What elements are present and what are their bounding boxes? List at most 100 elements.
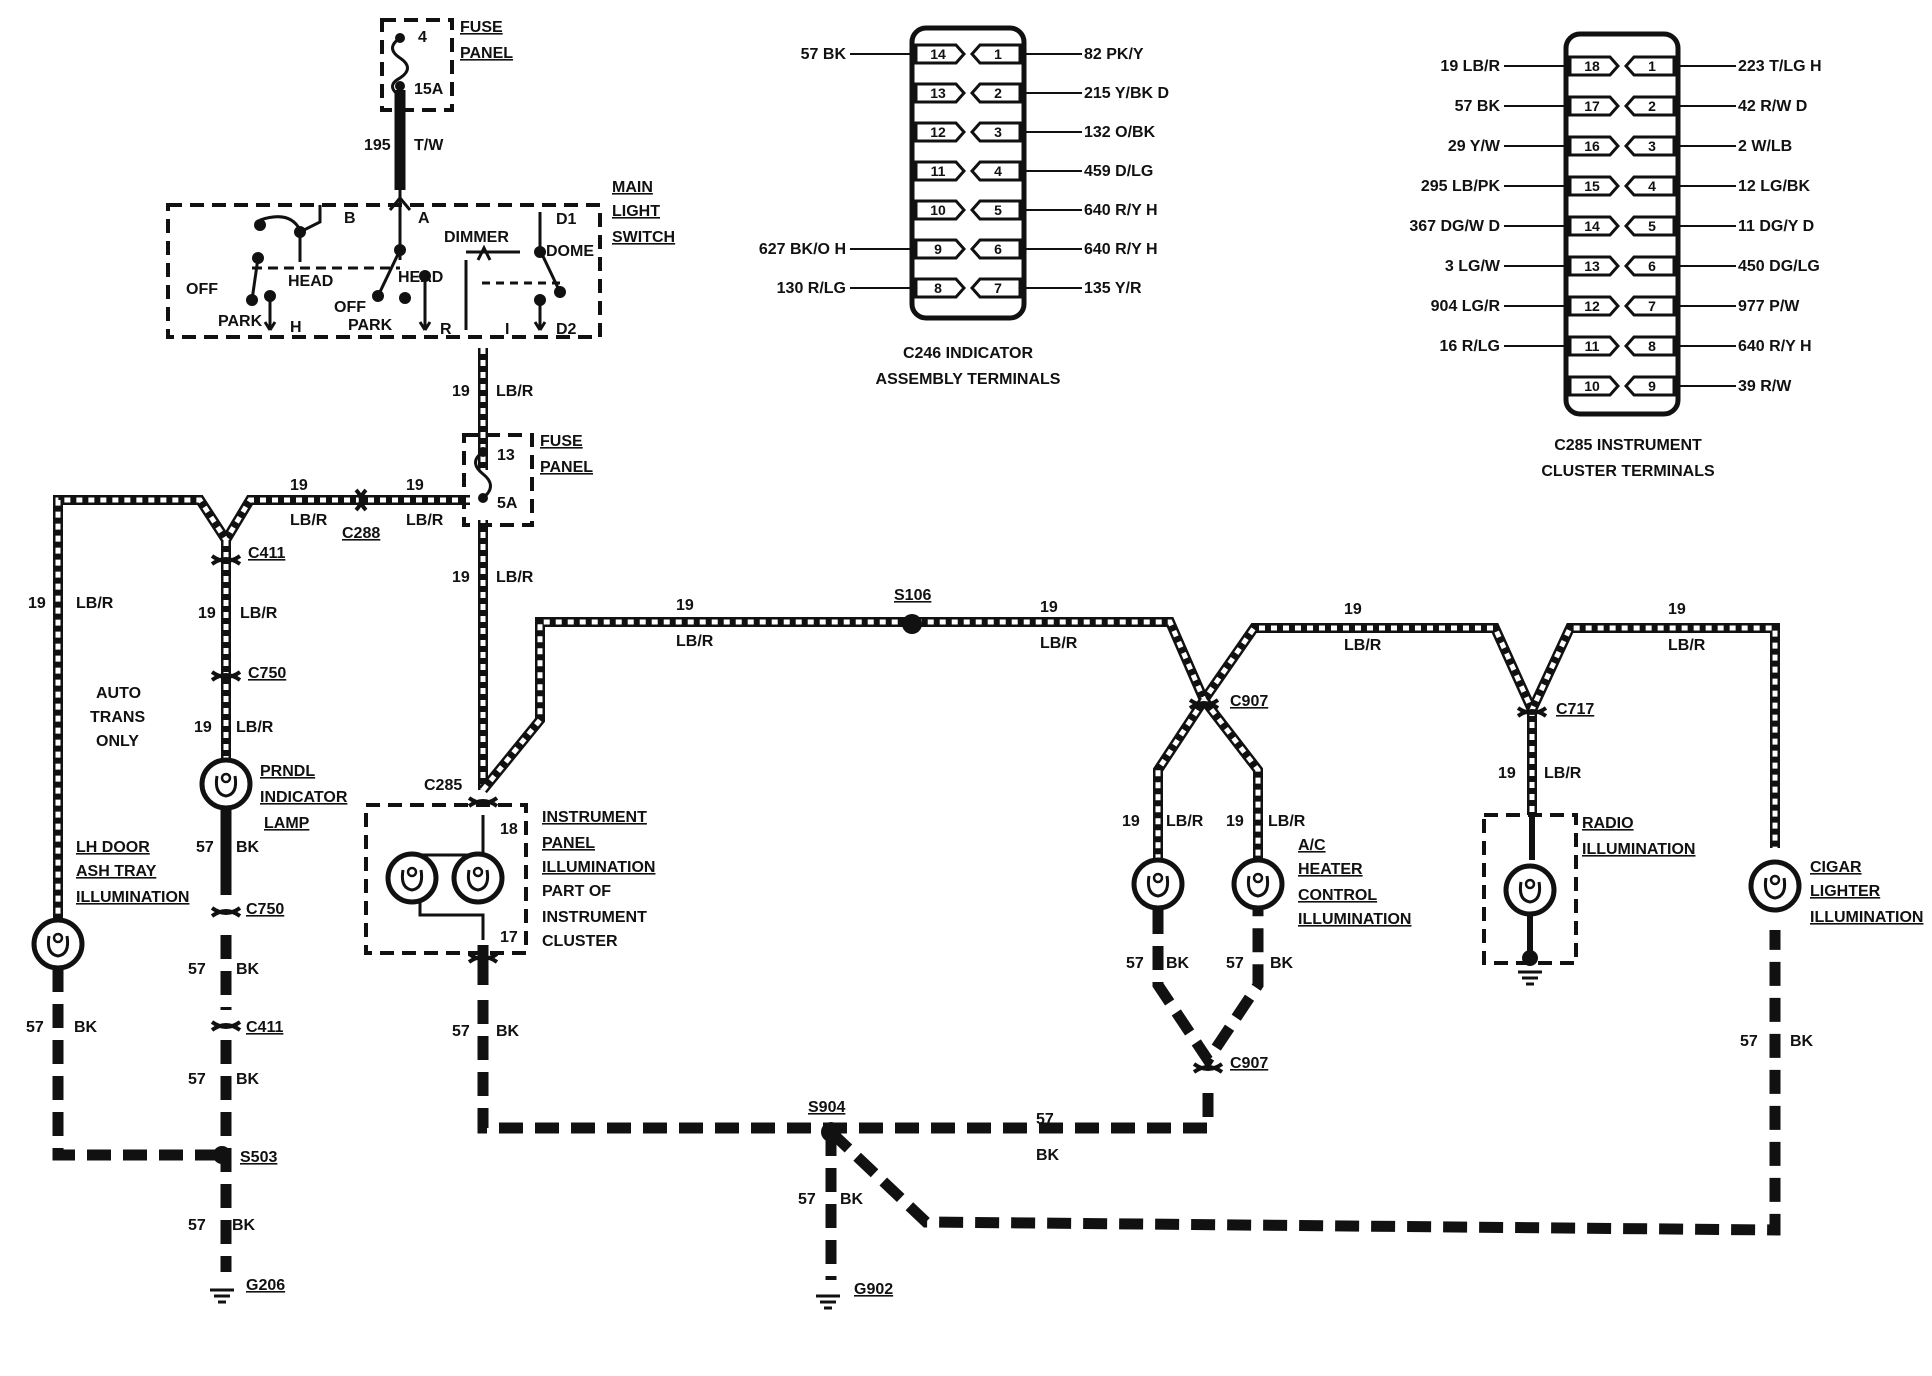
pin-box [969,199,1022,221]
left-pin-number: 13 [1584,258,1600,274]
right-pin-number: 4 [994,163,1002,179]
fuse-panel-label: PANEL [460,45,513,62]
connector-c285-label: C285 [424,777,462,794]
left-pin-number: 14 [930,46,946,62]
svg-text:PART OF: PART OF [542,883,611,900]
table-caption: CLUSTER TERMINALS [1541,463,1715,480]
wire-circuit-label: 195 [364,137,391,154]
left-pin-number: 12 [930,124,946,140]
right-wire-label: 640 R/Y H [1084,241,1158,258]
left-pin-number: 9 [934,241,942,257]
wire-color-label: BK [1790,1033,1814,1050]
right-pin-number: 5 [1648,218,1656,234]
right-wire-label: 12 LG/BK [1738,178,1810,195]
svg-text:ILLUMINATION: ILLUMINATION [1582,841,1695,858]
svg-text:PRNDL: PRNDL [260,763,315,780]
wire-color-label: BK [840,1191,864,1208]
wire-color-label: LB/R [1668,637,1706,654]
wire-circuit-label: 57 [196,839,214,856]
left-pin-number: 17 [1584,98,1600,114]
terminal-d1: D1 [556,211,577,228]
svg-text:A/C: A/C [1298,837,1326,854]
second-fuse-panel: 13 5A FUSE PANEL [462,433,593,527]
right-pin-number: 7 [994,280,1002,296]
wire-color-label: LB/R [1344,637,1382,654]
wire-circuit-label: 19 [676,597,694,614]
pin-box [1623,175,1676,197]
wire-circuit-label: 57 [188,961,206,978]
right-wire-label: 640 R/Y H [1738,338,1812,355]
pin-box [914,43,967,65]
terminal-a: A [418,210,430,227]
wire-color-label: BK [236,961,260,978]
right-pin-number: 4 [1648,178,1656,194]
wire-color-label: LB/R [1166,813,1204,830]
splice-label: S106 [894,587,931,604]
left-wire-label: 57 BK [1455,98,1501,115]
left-wire-label: 29 Y/W [1448,138,1501,155]
dimmer-label: DIMMER [444,229,509,246]
pin-box [1623,255,1676,277]
wire-circuit-label: 57 [188,1217,206,1234]
connector-c907-label: C907 [1230,693,1268,710]
svg-text:AUTO: AUTO [96,685,141,702]
wire-circuit-label: 19 [1122,813,1140,830]
pin-box [914,199,967,221]
svg-text:ILLUMINATION: ILLUMINATION [76,889,189,906]
wire-circuit-label: 57 [452,1023,470,1040]
wire-color-label: BK [496,1023,520,1040]
terminal-i: I [505,321,509,338]
left-wire-label: 130 R/LG [777,280,846,297]
right-pin-number: 8 [1648,338,1656,354]
table-caption: C246 INDICATOR [903,345,1034,362]
svg-text:ILLUMINATION: ILLUMINATION [542,859,655,876]
wire-color-label: LB/R [240,605,278,622]
svg-text:ASH TRAY: ASH TRAY [76,863,157,880]
fuse-panel-label: FUSE [540,433,583,450]
left-pin-number: 10 [930,202,946,218]
right-pin-number: 2 [1648,98,1656,114]
connector-c907-label: C907 [1230,1055,1268,1072]
connector-c750-label: C750 [248,665,286,682]
main-light-switch: B A D1 D2 R I H OFF HEAD PARK OFF HEAD P… [166,179,675,339]
left-pin-number: 12 [1584,298,1600,314]
left-pin-number: 10 [1584,378,1600,394]
switch-title: MAIN [612,179,653,196]
left-wire-label: 57 BK [801,46,847,63]
right-wire-label: 215 Y/BK D [1084,85,1169,102]
pin-box [1623,375,1676,397]
pin-box [914,121,967,143]
left-wire-label: 904 LG/R [1431,298,1501,315]
svg-text:CIGAR: CIGAR [1810,859,1862,876]
right-pin-number: 1 [994,46,1002,62]
left-wire-label: 3 LG/W [1445,258,1501,275]
pin-box [1568,215,1621,237]
fuse-panel-label: FUSE [460,19,503,36]
table-caption: ASSEMBLY TERMINALS [876,371,1061,388]
switch-position-label: OFF [186,281,218,298]
pin-box [1623,335,1676,357]
pin-box [1568,255,1621,277]
wire-circuit-label: 57 [798,1191,816,1208]
pin-box [1623,215,1676,237]
top-fuse-panel: 4 15A FUSE PANEL [380,18,513,112]
connector-c411-label: C411 [246,1019,283,1036]
terminal-r: R [440,321,452,338]
ground-label: G206 [246,1277,285,1294]
wire-circuit-label: 19 [406,477,424,494]
splice-label: S904 [808,1099,845,1116]
wire-circuit-label: 19 [452,383,470,400]
left-wire-label: 627 BK/O H [759,241,846,258]
wire-circuit-label: 57 [26,1019,44,1036]
right-wire-label: 11 DG/Y D [1738,218,1814,235]
